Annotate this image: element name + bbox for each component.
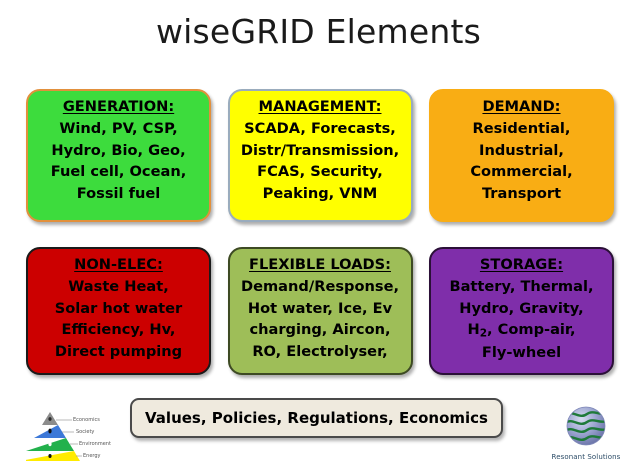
- footer-bar[interactable]: Values, Policies, Regulations, Economics: [130, 398, 503, 438]
- category-box-generation[interactable]: GENERATION: Wind, PV, CSP, Hydro, Bio, G…: [26, 89, 211, 222]
- box-line: FCAS, Security,: [257, 163, 383, 181]
- resonant-solutions-logo: Resonant Solutions: [540, 400, 632, 470]
- resonant-solutions-caption: Resonant Solutions: [551, 453, 621, 461]
- resonant-solutions-sphere-icon: [566, 406, 606, 446]
- page-title: wiseGRID Elements: [155, 12, 481, 51]
- box-line-hydrogen: H2, Comp-air,: [467, 319, 575, 342]
- category-box-flexible-loads[interactable]: FLEXIBLE LOADS: Demand/Response, Hot wat…: [227, 247, 413, 375]
- pyramid-logo-graphic: Economics Society Environment Energy: [26, 412, 111, 461]
- pyramid-logo: Economics Society Environment Energy: [26, 410, 118, 466]
- pyramid-tier-label-environment: Environment: [79, 441, 111, 447]
- box-line: Commercial,: [470, 163, 573, 181]
- category-box-management[interactable]: MANAGEMENT: SCADA, Forecasts, Distr/Tran…: [227, 89, 413, 222]
- hydrogen-prefix: H: [467, 321, 480, 339]
- box-header-management: MANAGEMENT:: [258, 98, 382, 115]
- box-line: Wind, PV, CSP,: [59, 120, 178, 138]
- box-line: RO, Electrolyser,: [252, 342, 388, 360]
- pyramid-tier-label-economics: Economics: [73, 417, 100, 423]
- box-header-storage: STORAGE:: [479, 256, 564, 273]
- box-header-flexible-loads: FLEXIBLE LOADS:: [249, 256, 391, 273]
- box-line: Battery, Thermal,: [449, 278, 594, 296]
- box-line: Transport: [481, 184, 562, 202]
- box-line: Fly-wheel: [481, 344, 562, 362]
- box-line: SCADA, Forecasts,: [244, 120, 396, 138]
- box-line: Hot water, Ice, Ev: [247, 299, 393, 317]
- footer-bar-label: Values, Policies, Regulations, Economics: [145, 409, 488, 427]
- box-header-generation: GENERATION:: [62, 98, 175, 115]
- box-line: Hydro, Bio, Geo,: [51, 141, 186, 159]
- box-line: Demand/Response,: [240, 278, 400, 296]
- box-line: Distr/Transmission,: [240, 141, 400, 159]
- box-line: Direct pumping: [54, 342, 183, 360]
- category-box-demand[interactable]: DEMAND: Residential, Industrial, Commerc…: [429, 89, 614, 222]
- box-line: Peaking, VNM: [262, 184, 378, 202]
- box-line: Solar hot water: [54, 299, 183, 317]
- box-line: Efficiency, Hv,: [61, 321, 176, 339]
- category-box-storage[interactable]: STORAGE: Battery, Thermal, Hydro, Gravit…: [429, 247, 614, 375]
- category-row-top: GENERATION: Wind, PV, CSP, Hydro, Bio, G…: [26, 89, 614, 222]
- box-line: Hydro, Gravity,: [459, 299, 584, 317]
- category-grid: GENERATION: Wind, PV, CSP, Hydro, Bio, G…: [26, 89, 614, 375]
- box-line: charging, Aircon,: [249, 321, 391, 339]
- box-line: Fossil fuel: [76, 184, 161, 202]
- box-line: Waste Heat,: [68, 278, 169, 296]
- box-line: Fuel cell, Ocean,: [50, 163, 187, 181]
- box-line: Residential,: [472, 120, 571, 138]
- box-header-demand: DEMAND:: [482, 98, 561, 115]
- hydrogen-suffix: , Comp-air,: [487, 321, 576, 339]
- category-box-non-elec[interactable]: NON-ELEC: Waste Heat, Solar hot water Ef…: [26, 247, 211, 375]
- hydrogen-subscript: 2: [479, 327, 487, 340]
- box-line: Industrial,: [479, 141, 564, 159]
- box-header-non-elec: NON-ELEC:: [74, 256, 163, 273]
- pyramid-tier-label-society: Society: [76, 429, 94, 435]
- pyramid-tier-label-energy: Energy: [83, 453, 101, 459]
- category-row-bottom: NON-ELEC: Waste Heat, Solar hot water Ef…: [26, 247, 614, 375]
